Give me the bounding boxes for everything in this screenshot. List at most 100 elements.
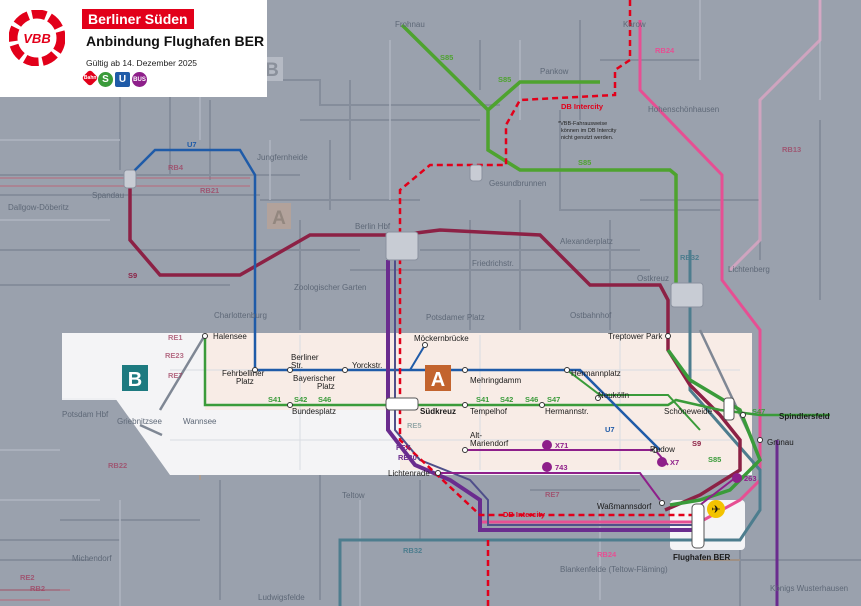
s85-branch[interactable] — [486, 80, 600, 112]
suedkreuz-box[interactable] — [385, 397, 419, 411]
station-dots — [202, 333, 763, 506]
svg-text:Karow: Karow — [623, 20, 646, 29]
plane-glyph: ✈ — [711, 504, 720, 516]
schoeneweide-box[interactable] — [723, 397, 735, 421]
re20-label: RE20 — [398, 453, 417, 462]
ghost-places: Frohnau Pankow Karow Hohenschönhausen Ge… — [8, 20, 848, 602]
svg-text:Spandau: Spandau — [92, 191, 124, 200]
s85-south[interactable] — [666, 348, 763, 507]
u6-branch[interactable] — [409, 344, 426, 371]
zone-a-tint — [205, 333, 752, 470]
re20-line[interactable] — [394, 260, 700, 526]
bayerischer-1: Bayerischer — [293, 374, 336, 383]
db-intercity-note-2: können im DB Intercity — [561, 128, 617, 134]
mode-icons: Bahn S U BUS — [81, 69, 147, 87]
bus-743-line[interactable] — [440, 472, 661, 501]
svg-text:Südkreuz: Südkreuz — [420, 407, 456, 416]
vbb-logo: VBB — [9, 10, 65, 66]
svg-text:RE7: RE7 — [545, 490, 560, 499]
s46-branch[interactable] — [566, 369, 701, 431]
svg-text:Blankenfelde (Teltow-Fläming): Blankenfelde (Teltow-Fläming) — [560, 565, 668, 574]
svg-text:S42: S42 — [294, 395, 307, 404]
svg-text:Jungfernheide: Jungfernheide — [257, 153, 308, 162]
page-subtitle: Anbindung Flughafen BER — [86, 33, 265, 49]
u7-label: U7 — [187, 140, 197, 149]
page-title: Berliner Süden — [82, 9, 194, 29]
db-intercity-line[interactable] — [398, 0, 700, 517]
db-intercity-note-3: nicht genutzt werden. — [561, 135, 614, 141]
berliner-str-1: Berliner — [291, 353, 319, 362]
airport-icon — [707, 500, 725, 518]
svg-text:Halensee: Halensee — [213, 332, 247, 341]
alt-mariendorf-2: Mariendorf — [470, 439, 509, 448]
svg-text:Flughafen BER: Flughafen BER — [673, 553, 731, 562]
bayerischer-2: Platz — [317, 382, 335, 391]
s85-mid-label: S85 — [578, 158, 591, 167]
svg-text:X7: X7 — [670, 458, 679, 467]
svg-text:Zoologischer Garten: Zoologischer Garten — [294, 283, 366, 292]
svg-text:Friedrichstr.: Friedrichstr. — [472, 259, 514, 268]
svg-text:S46: S46 — [525, 395, 538, 404]
bahn-icon: Bahn — [81, 69, 99, 87]
station-labels[interactable]: Halensee Fehrbelliner Platz Berliner Str… — [213, 332, 830, 562]
svg-text:Charlottenburg: Charlottenburg — [214, 311, 267, 320]
alt-mariendorf-1: Alt- — [470, 431, 482, 440]
rb32-line[interactable] — [338, 250, 762, 606]
rb32-label: RB32 — [403, 546, 422, 555]
zone-a-ghost: A — [272, 208, 286, 229]
svg-text:Lichtenberg: Lichtenberg — [728, 265, 770, 274]
svg-text:VBB: VBB — [23, 31, 50, 46]
svg-text:RE23: RE23 — [165, 351, 184, 360]
background-network — [0, 20, 861, 606]
zone-a-label: A — [431, 369, 445, 391]
svg-text:Hermannplatz: Hermannplatz — [571, 369, 621, 378]
svg-text:Berlin Hbf: Berlin Hbf — [355, 222, 391, 231]
s85-label-2: S85 — [498, 75, 511, 84]
svg-text:Waßmannsdorf: Waßmannsdorf — [597, 502, 652, 511]
svg-text:Dallgow-Döberitz: Dallgow-Döberitz — [8, 203, 69, 212]
re5-label: RE5 — [407, 421, 422, 430]
rb24-north-label: RB24 — [655, 46, 675, 55]
svg-text:S47: S47 — [547, 395, 560, 404]
svg-text:RB2: RB2 — [30, 584, 45, 593]
svg-text:RB22: RB22 — [108, 461, 127, 470]
svg-text:RE7: RE7 — [168, 371, 183, 380]
svg-text:RB4: RB4 — [168, 163, 184, 172]
s85-north-label: S85 — [440, 53, 453, 62]
zone-b-label: B — [128, 369, 142, 391]
svg-text:263: 263 — [744, 474, 757, 483]
bus-labels: X71 743 X7 263 — [555, 441, 757, 483]
svg-text:Spindlersfeld: Spindlersfeld — [779, 412, 830, 421]
zone-b-ghost: B — [265, 60, 279, 81]
ring-labels: S41 S42 S46 S41 S42 S46 S47 — [268, 395, 560, 404]
svg-text:Teltow: Teltow — [342, 491, 365, 500]
svg-text:RB13: RB13 — [782, 145, 801, 154]
s9-line[interactable] — [128, 180, 742, 512]
svg-text:Treptower Park: Treptower Park — [608, 332, 663, 341]
rb24-south-label: RB24 — [597, 550, 617, 559]
svg-text:Grünau: Grünau — [767, 438, 794, 447]
ring-s41-s42-s46[interactable] — [203, 335, 820, 417]
zone-a-badge — [425, 365, 451, 391]
fex-line[interactable] — [386, 260, 700, 532]
svg-text:743: 743 — [555, 463, 568, 472]
rb32-north-label: RB32 — [680, 253, 699, 262]
s-bahn-icon: S — [98, 72, 113, 87]
svg-text:Hohenschönhausen: Hohenschönhausen — [648, 105, 719, 114]
s9-label: S9 — [128, 271, 137, 280]
s85-south-label: S85 — [708, 455, 721, 464]
fehrbelliner-1: Fehrbelliner — [222, 369, 265, 378]
validity-text: Gültig ab 14. Dezember 2025 — [86, 58, 198, 68]
svg-text:Schöneweide: Schöneweide — [664, 407, 713, 416]
svg-text:RE2: RE2 — [20, 573, 35, 582]
ber-highlight — [670, 500, 745, 550]
svg-text:S41: S41 — [268, 395, 281, 404]
bus-263-line[interactable] — [699, 477, 736, 506]
bus-icon: BUS — [132, 72, 147, 87]
ber-box[interactable] — [691, 503, 705, 549]
svg-text:Potsdamer Platz: Potsdamer Platz — [426, 313, 485, 322]
s47-label: S47 — [752, 407, 765, 416]
svg-text:S46: S46 — [318, 395, 331, 404]
svg-text:Bundesplatz: Bundesplatz — [292, 407, 336, 416]
